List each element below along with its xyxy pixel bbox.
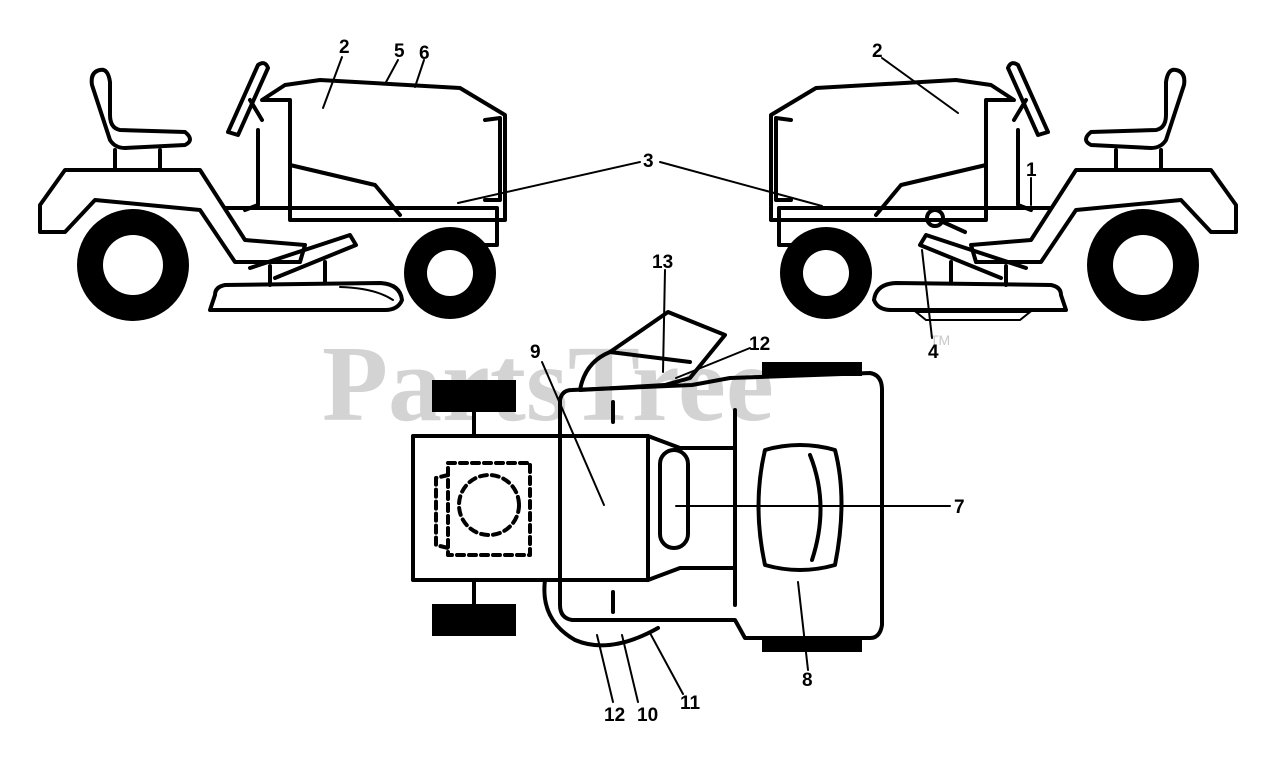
left-mower-side-view [38,61,507,321]
callout-left-6: 6 [419,43,430,64]
callout-3: 3 [643,151,654,172]
callout-13: 13 [652,252,673,273]
right-mower-leaders [659,57,1032,339]
watermark-logo: PartsTree [322,325,774,444]
top-view [411,310,884,652]
callout-8: 8 [802,670,813,691]
right-mower-side-view [769,61,1238,321]
watermark-trademark: TM [930,332,950,348]
callout-10: 10 [637,705,658,726]
callout-7: 7 [954,497,965,518]
callout-left-2: 2 [339,37,350,58]
left-mower-leaders [322,56,641,204]
callout-left-5: 5 [394,41,405,62]
callout-12-top: 12 [749,334,770,355]
top-view-leaders [541,269,951,703]
callout-right-2: 2 [872,41,883,62]
callout-right-1: 1 [1026,160,1037,181]
callout-11: 11 [680,693,701,714]
callout-right-4: 4 [928,342,939,363]
callout-9: 9 [530,342,541,363]
callout-12-bottom: 12 [604,705,625,726]
